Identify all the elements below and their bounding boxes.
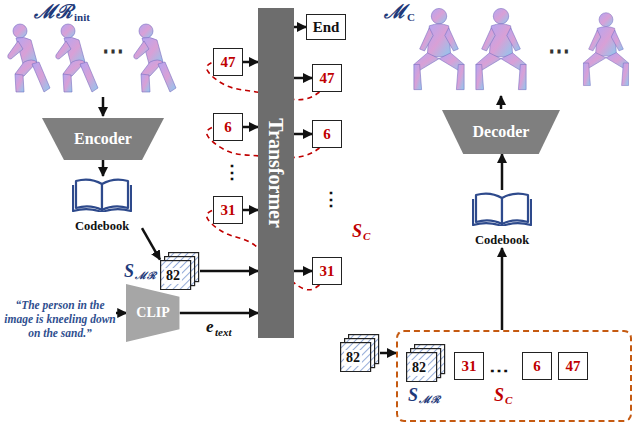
node-text: 47 — [566, 359, 581, 374]
label-text: ⋮ — [322, 190, 340, 208]
node-text: 6 — [323, 127, 331, 142]
node-text: 31 — [462, 359, 477, 374]
node-text: Encoder — [74, 131, 132, 147]
mesh-figure — [56, 24, 98, 92]
flow-arrow — [243, 61, 258, 64]
node-text: ℳℛ — [419, 395, 440, 405]
network-block: Encoder — [42, 118, 164, 160]
mesh-figure — [583, 13, 628, 86]
label-text: text — [215, 327, 232, 338]
token-box: 47 — [558, 352, 588, 380]
node-text: 47 — [221, 55, 236, 70]
mesh-figure — [414, 8, 464, 89]
token-box: 31 — [312, 257, 342, 285]
codebook-block: Codebook — [462, 190, 542, 248]
token-stack: 82 — [406, 344, 446, 382]
node-text: 82 — [344, 350, 362, 366]
flow-arrow — [243, 126, 258, 129]
label-text: S — [352, 222, 362, 240]
token-box: 6 — [522, 352, 552, 380]
node-text: End — [313, 20, 340, 35]
node-text: 47 — [320, 71, 335, 86]
label-text: init — [74, 12, 90, 23]
label-text: ⋯ — [548, 40, 570, 62]
flow-arrow — [180, 312, 258, 315]
node-text: 31 — [221, 203, 236, 218]
label-text: ⋮ — [223, 163, 241, 181]
transformer-block: Transformer — [258, 8, 294, 338]
node-text: 82 — [164, 268, 182, 284]
flow-arrow — [102, 97, 105, 116]
label-text: S — [124, 262, 134, 280]
token-box: 47 — [213, 48, 243, 76]
flow-arrow — [243, 209, 258, 212]
token-box: 6 — [312, 120, 342, 148]
prompt-text: “The person in the image is kneeling dow… — [4, 292, 116, 348]
label-text: C — [363, 231, 370, 242]
node-text: C — [505, 395, 512, 406]
token-box: 31 — [454, 352, 484, 380]
node-text: S — [494, 386, 504, 404]
node-text: 31 — [320, 264, 335, 279]
node-text: Codebook — [475, 234, 529, 247]
token-box: 6 — [213, 113, 243, 141]
node-text: “The person in the image is kneeling dow… — [4, 299, 116, 340]
flow-arrow — [200, 270, 258, 273]
flow-arrow — [294, 26, 306, 29]
flow-arrow — [116, 312, 126, 315]
network-block: Decoder — [442, 110, 560, 154]
token-stack: 82 — [160, 252, 200, 290]
flow-arrow — [294, 77, 312, 80]
token-box: 31 — [213, 196, 243, 224]
label-text: e — [206, 318, 214, 335]
node-text: 6 — [533, 359, 541, 374]
node-text: Codebook — [75, 220, 129, 233]
flow-arrow — [294, 133, 312, 136]
token-box: End — [306, 14, 346, 40]
codebook-icon — [472, 190, 532, 226]
label-text: C — [407, 12, 415, 23]
flow-arrow — [380, 352, 396, 355]
label-text: ℳ — [384, 2, 406, 21]
flow-arrow — [501, 248, 504, 330]
node-text: Decoder — [473, 124, 530, 140]
flow-arrow — [102, 160, 105, 176]
label-text: ℳℛ — [135, 271, 156, 281]
flow-arrow — [142, 228, 160, 259]
codebook-block: Codebook — [62, 176, 142, 234]
label-text: ℳℛ — [34, 2, 73, 21]
encoder-block: CLIP — [126, 284, 179, 342]
node-text: Transformer — [266, 118, 286, 228]
node-text: 6 — [224, 120, 232, 135]
mesh-figure — [134, 24, 176, 92]
node-text: CLIP — [136, 306, 169, 320]
label-text: ⋯ — [102, 40, 124, 62]
flow-arrow — [501, 154, 504, 190]
token-stack: 82 — [340, 334, 380, 372]
codebook-icon — [72, 176, 132, 212]
token-sequence: 8231647SℳℛSC — [396, 330, 632, 422]
flow-arrow — [294, 270, 312, 273]
label-text: ⋯ — [489, 360, 509, 380]
token-box: 47 — [312, 64, 342, 92]
mesh-figure — [476, 8, 526, 89]
node-text: S — [408, 386, 418, 404]
node-text: 82 — [410, 360, 428, 376]
mesh-figure — [8, 24, 50, 92]
flow-arrow — [500, 96, 503, 109]
